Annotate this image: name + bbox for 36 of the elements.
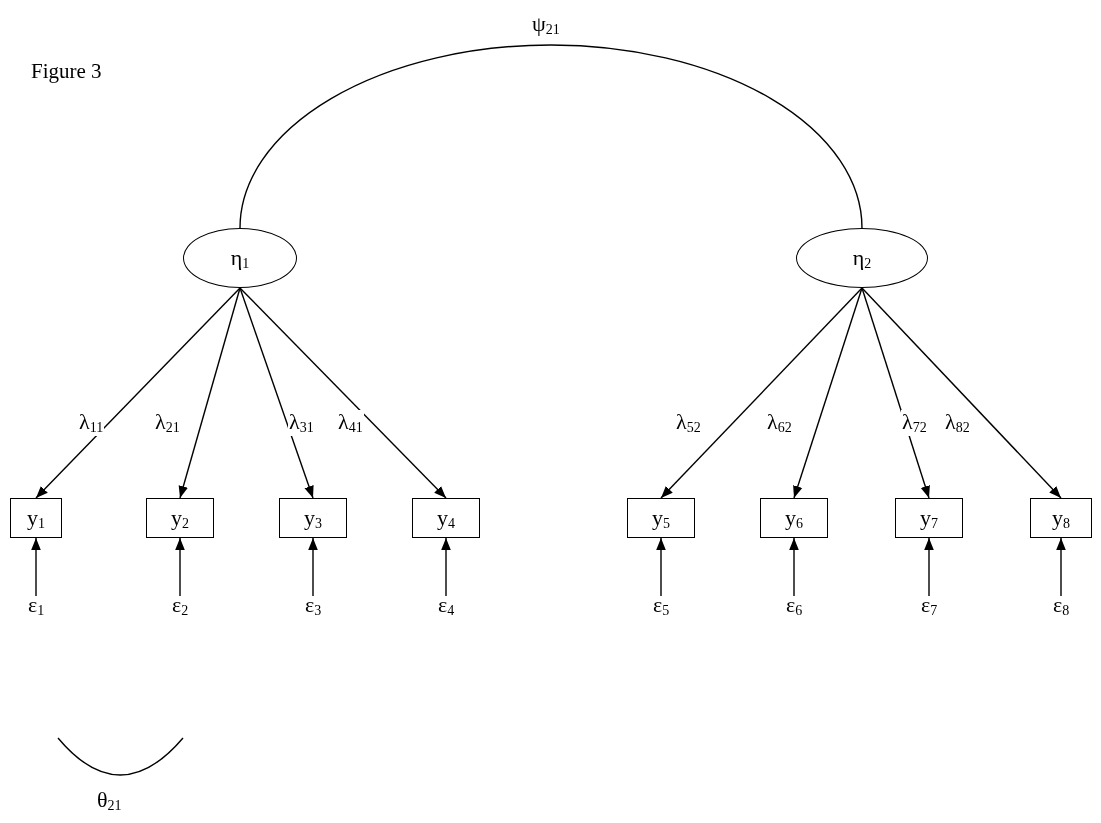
- arrow: [178, 287, 241, 499]
- error-term-label: ε$_{7}$: [911, 592, 947, 620]
- observed-variable-box: y$_{2}$: [146, 498, 214, 538]
- error-term-label: ε$_{4}$: [428, 592, 464, 620]
- arrow: [793, 287, 863, 499]
- error-term-label: ε$_{1}$: [18, 592, 54, 620]
- arrow: [308, 537, 318, 597]
- observed-variable-box: y$_{7}$: [895, 498, 963, 538]
- arrow: [239, 287, 314, 499]
- arrow: [861, 287, 930, 499]
- arrow: [660, 287, 863, 499]
- arrow: [861, 287, 1062, 499]
- arrow: [1056, 537, 1066, 597]
- observed-variable-box: y$_{5}$: [627, 498, 695, 538]
- arrow: [175, 537, 185, 597]
- error-term-label: ε$_{6}$: [776, 592, 812, 620]
- arrow: [239, 287, 447, 499]
- edge-label: λ$_{72}$: [901, 410, 928, 436]
- observed-variable-box: y$_{6}$: [760, 498, 828, 538]
- arrow: [656, 537, 666, 597]
- latent-variable-ellipse: η$_{1}$: [183, 228, 297, 288]
- observed-variable-box: y$_{1}$: [10, 498, 62, 538]
- arrow: [31, 537, 41, 597]
- observed-variable-box: y$_{8}$: [1030, 498, 1092, 538]
- arrow: [924, 537, 934, 597]
- error-term-label: ε$_{5}$: [643, 592, 679, 620]
- error-term-label: ε$_{2}$: [162, 592, 198, 620]
- error-term-label: ε$_{3}$: [295, 592, 331, 620]
- covariance-arc: [239, 44, 863, 229]
- observed-variable-box: y$_{4}$: [412, 498, 480, 538]
- arrow: [441, 537, 451, 597]
- arrow: [789, 537, 799, 597]
- error-term-label: ε$_{8}$: [1043, 592, 1079, 620]
- observed-variable-box: y$_{3}$: [279, 498, 347, 538]
- arrow: [35, 287, 241, 499]
- latent-variable-ellipse: η$_{2}$: [796, 228, 928, 288]
